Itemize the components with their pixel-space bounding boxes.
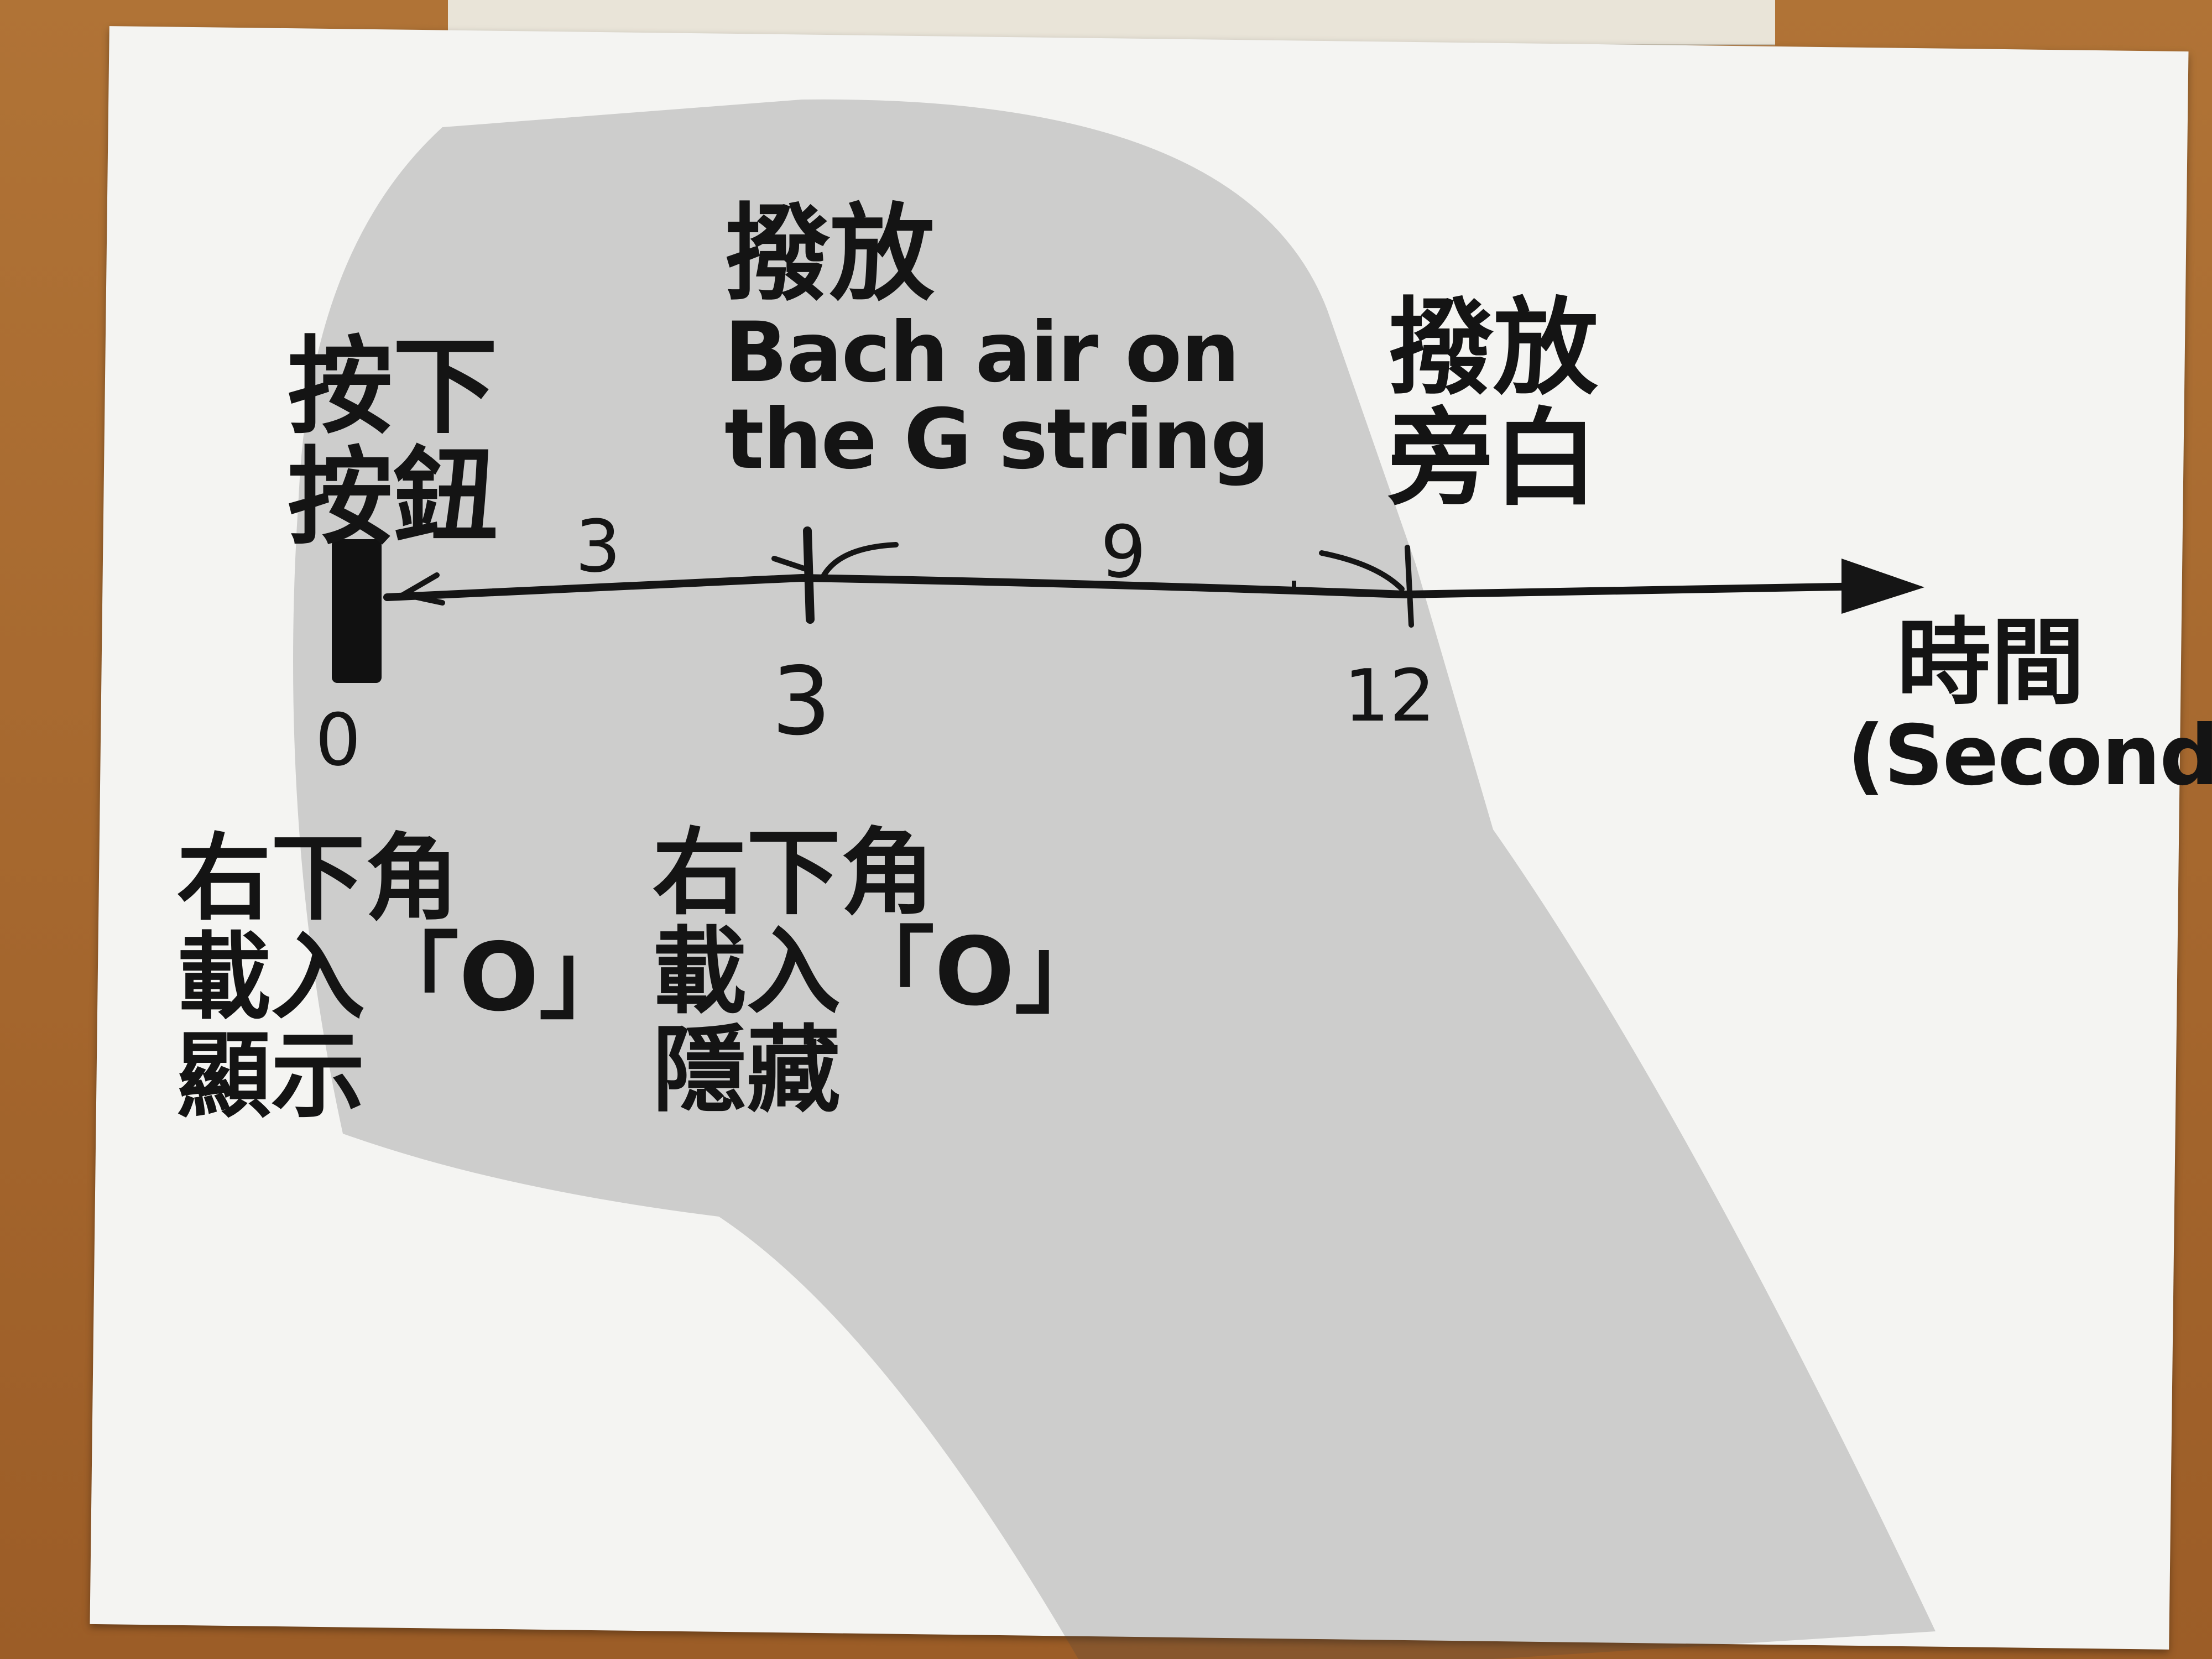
tick-mark-3: [803, 526, 815, 624]
note-at-0-line2: 載入「O」: [177, 922, 633, 1032]
note-at-3-line3: 隱藏: [653, 1016, 841, 1125]
event-start-label: 按下 按鈕: [288, 332, 498, 552]
note-at-3-line1: 右下角: [653, 818, 935, 928]
tick-label-0: 0: [315, 698, 361, 782]
axis-label: 時間 (Second): [1847, 614, 2212, 800]
axis-label-line2: (Second): [1847, 707, 2212, 804]
event-start-line2: 按鈕: [288, 436, 498, 559]
tick-label-12: 12: [1344, 654, 1436, 738]
start-marker: [332, 539, 382, 683]
note-at-3-line2: 載入「O」: [653, 917, 1109, 1027]
note-at-0-line3: 顯示: [177, 1021, 366, 1131]
axis-label-line1: 時間: [1897, 608, 2085, 718]
interval-label-first: 3: [575, 504, 621, 588]
arrow-head-icon: [1841, 559, 1924, 614]
event-bach-line2: Bach air on: [724, 304, 1240, 401]
event-bach-line1: 撥放: [724, 193, 935, 315]
tick-mark-12: [1405, 545, 1414, 628]
tick-label-3: 3: [771, 647, 832, 757]
note-at-3: 右下角 載入「O」 隱藏: [653, 824, 1109, 1120]
event-bach-line3: the G string: [724, 392, 1270, 488]
event-narration-label: 撥放 旁白: [1388, 293, 1598, 514]
interval-label-second: 9: [1100, 510, 1146, 594]
event-bach-label: 撥放 Bach air on the G string: [724, 193, 1270, 488]
event-start-line1: 按下: [288, 326, 498, 448]
event-narration-line2: 旁白: [1388, 397, 1599, 520]
note-at-0: 右下角 載入「O」 顯示: [177, 830, 633, 1126]
note-at-0-line1: 右下角: [177, 824, 460, 933]
timeline-axis: [383, 573, 1873, 601]
event-narration-line1: 撥放: [1388, 287, 1599, 409]
